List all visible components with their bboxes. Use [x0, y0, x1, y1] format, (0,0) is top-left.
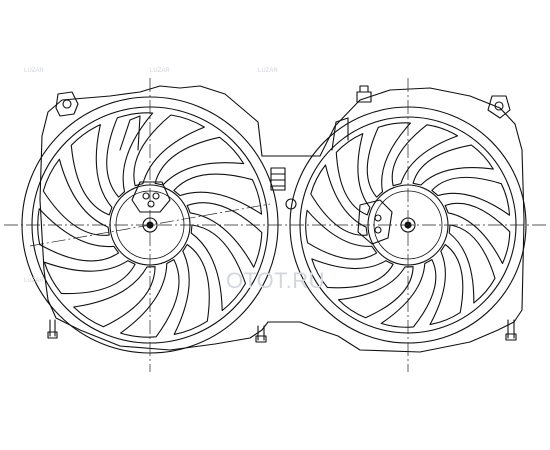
right-fan-blade [431, 176, 511, 216]
right-fan-blade [310, 164, 368, 236]
right-fan-blade [391, 124, 459, 187]
right-fan-blade [448, 224, 496, 304]
right-fan-blade [412, 144, 494, 186]
left-fan-blade [106, 112, 154, 198]
right-motor-connector [357, 199, 393, 245]
top-mount-clip [356, 85, 372, 103]
fan-shroud-frame [39, 85, 525, 353]
left-fan-blade [73, 266, 156, 328]
left-fan-blade [190, 224, 247, 312]
left-fan-blade [154, 136, 245, 186]
right-fan-blade [337, 266, 414, 319]
right-fan-blade [380, 259, 437, 328]
right-fan-blade [429, 243, 464, 326]
right-fan-blade [444, 202, 511, 265]
right-fan-blade [335, 133, 371, 216]
watermark-small-top-center: LUZAR [150, 68, 170, 74]
left-fan-blade [173, 173, 263, 215]
right-mount-ear [487, 95, 511, 119]
left-fan-blades [37, 112, 263, 338]
right-fan-blade [305, 209, 378, 260]
left-fan-blade [173, 243, 210, 335]
watermark-main: ОТОТ.RU [226, 268, 326, 293]
center-lines [4, 78, 546, 372]
watermark-small-top-right: LUZAR [258, 68, 278, 74]
left-fan-blade [133, 114, 205, 187]
left-fan-blade [37, 208, 120, 262]
left-fan-blade [43, 260, 136, 295]
right-fan-blade [366, 122, 412, 198]
right-fan-blades [305, 122, 511, 328]
left-fan-blade [120, 259, 180, 338]
right-fan-blade [311, 258, 394, 289]
left-mount-ear [55, 91, 79, 117]
watermark-small-bottom-left: LUZAR [24, 278, 44, 284]
watermark-small-top-left: LUZAR [24, 68, 44, 74]
left-fan-blade [42, 158, 110, 236]
bottom-mount-pins [47, 319, 517, 343]
left-motor-connector [131, 181, 171, 213]
left-fan-blade [186, 202, 263, 268]
left-fan-blade [70, 124, 113, 216]
